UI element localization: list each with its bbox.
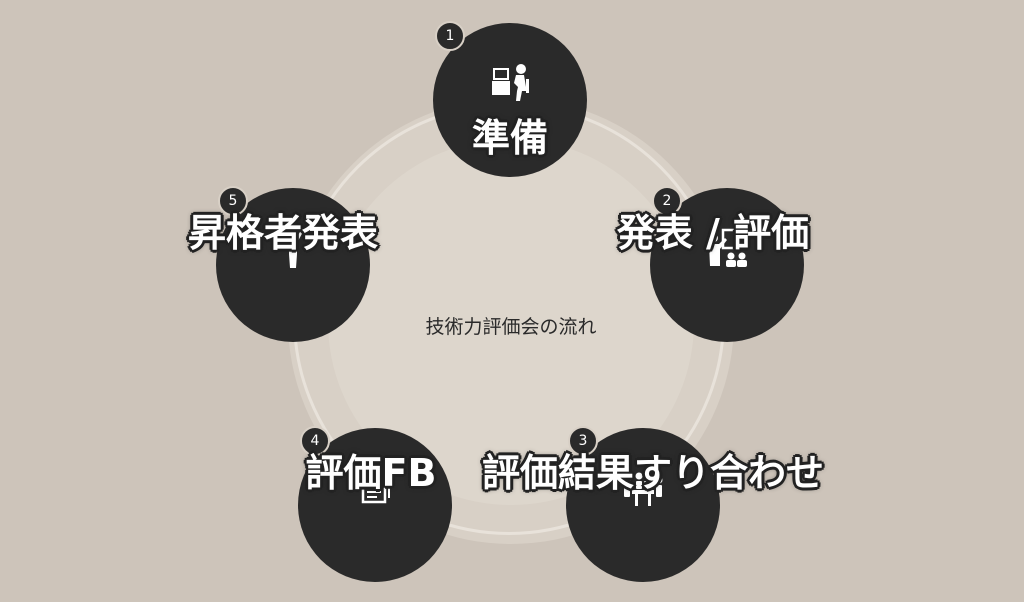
person-cheering-icon [281, 227, 305, 268]
person-at-desk-icon [492, 64, 529, 101]
step-2-node[interactable]: 2 発表 / 評価 [617, 186, 809, 342]
step-4-label: 評価FB [305, 451, 437, 495]
step-4-node[interactable]: 4 評価FB [298, 426, 452, 582]
step-2-label: 発表 / 評価 [616, 211, 810, 255]
step-5-label: 昇格者発表 [187, 211, 379, 255]
step-4-badge: 4 [300, 426, 330, 456]
diagram-title: 技術力評価会の流れ [425, 316, 597, 338]
step-3-label: 評価結果すり合わせ [481, 451, 825, 495]
document-icon [361, 467, 390, 504]
step-1-node[interactable]: 1 準備 [433, 21, 587, 177]
step-3-node[interactable]: 3 評価結果すり合わせ [482, 426, 824, 582]
step-2-badge: 2 [652, 186, 682, 216]
step-1-label: 準備 [471, 116, 549, 160]
step-1-badge: 1 [435, 21, 465, 51]
step-5-node[interactable]: 5 昇格者発表 [188, 186, 378, 342]
step-5-badge: 5 [218, 186, 248, 216]
meeting-table-icon [623, 472, 663, 506]
presenter-icon [709, 228, 747, 267]
step-3-badge: 3 [568, 426, 598, 456]
